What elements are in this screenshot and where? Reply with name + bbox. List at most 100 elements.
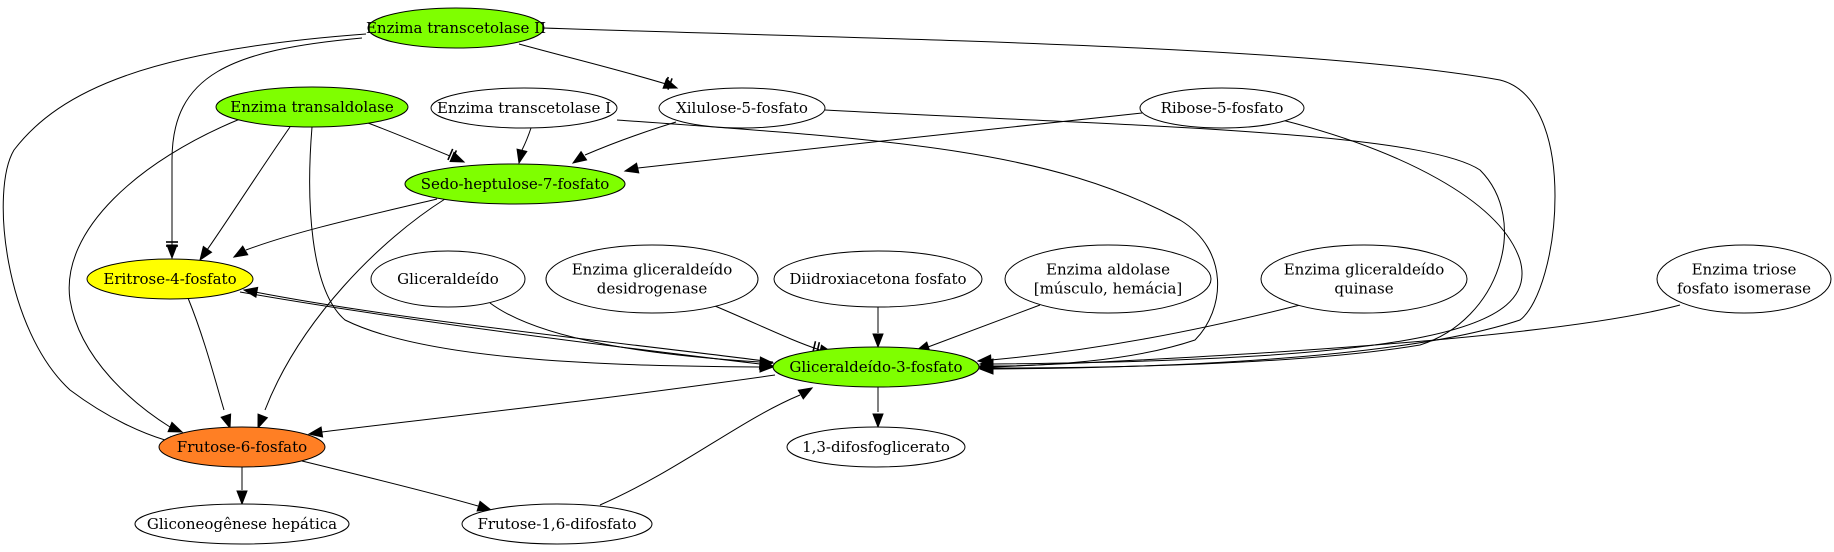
- node-diidroxiacetona-fosfato: Diidroxiacetona fosfato: [773, 250, 983, 308]
- node-shape: [367, 7, 545, 49]
- arrow-head: [236, 490, 248, 506]
- node-label: fosfato isomerase: [1677, 280, 1811, 298]
- edge-enzima_gliceraldeido_quinase-to-gliceraldeido_3_fosfato: [976, 304, 1301, 366]
- node-label: Enzima transcetolase II: [366, 19, 546, 37]
- arrow-head: [623, 162, 640, 174]
- node-shape: [370, 250, 526, 308]
- edge-enzima_transaldolase-to-eritrose_4_fosfato: [199, 126, 291, 262]
- edge-line: [521, 127, 532, 151]
- edge-line: [187, 297, 225, 411]
- node-difosfoglicerato: 1,3-difosfoglicerato: [786, 426, 966, 468]
- edge-eritrose_4_fosfato-to-frutose_6_fosfato: [187, 297, 232, 430]
- node-label: Enzima triose: [1692, 261, 1797, 279]
- node-enzima-transaldolase: Enzima transaldolase: [215, 86, 409, 128]
- edge-gliceraldeido-to-gliceraldeido_3_fosfato: [489, 302, 775, 368]
- edge-line: [68, 118, 241, 428]
- node-enzima-aldolase: Enzima aldolase[músculo, hemácia]: [1004, 244, 1212, 314]
- node-sedo-heptulose-7-fosfato: Sedo-heptulose-7-fosfato: [404, 163, 626, 205]
- edge-sedo_heptulose_7_fosfato-to-frutose_6_fosfato: [257, 198, 446, 430]
- node-shape: [158, 426, 326, 468]
- node-shape: [545, 244, 759, 314]
- node-ribose-5-fosfato: Ribose-5-fosfato: [1139, 87, 1305, 129]
- node-enzima-transcetolase-2: Enzima transcetolase II: [366, 7, 546, 49]
- arrow-head: [978, 361, 994, 373]
- edge-gliceraldeido_3_fosfato-to-frutose_6_fosfato: [307, 374, 776, 438]
- node-shape: [1004, 244, 1212, 314]
- node-shape: [461, 503, 653, 545]
- node-frutose-6-fosfato: Frutose-6-fosfato: [158, 426, 326, 468]
- node-shape: [658, 87, 826, 129]
- node-shape: [215, 86, 409, 128]
- arrow-head: [257, 413, 269, 430]
- arrow-head: [167, 421, 184, 433]
- node-label: [músculo, hemácia]: [1034, 280, 1183, 298]
- node-layer: Enzima transcetolase II Enzima transaldol…: [86, 7, 1832, 545]
- node-label: Enzima transcetolase I: [437, 99, 611, 117]
- node-label: Xilulose-5-fosfato: [676, 99, 808, 117]
- node-label: Ribose-5-fosfato: [1161, 99, 1284, 117]
- arrow-head: [476, 500, 493, 512]
- edge-line: [542, 27, 1556, 370]
- edge-line: [714, 305, 821, 351]
- arrow-head: [797, 387, 814, 400]
- edge-enzima_transcetolase_2-to-gliceraldeido_3_fosfato: [542, 27, 1556, 375]
- node-label: Gliceraldeído: [397, 270, 499, 288]
- edge-line: [489, 302, 761, 363]
- edge-frutose_1_6_difosfato-to-gliceraldeido_3_fosfato: [599, 387, 814, 506]
- node-xilulose-5-fosfato: Xilulose-5-fosfato: [658, 87, 826, 129]
- edge-line: [367, 122, 451, 157]
- edge-frutose_6_fosfato-to-gliconeogenese_hepatica: [236, 467, 248, 506]
- edge-ribose_5_fosfato-to-sedo_heptulose_7_fosfato: [623, 112, 1143, 174]
- edge-line: [992, 304, 1681, 368]
- edge-enzima_transcetolase_2-to-eritrose_4_fosfato: [166, 37, 363, 260]
- inhibition-bar: [663, 76, 670, 89]
- arrow-head: [449, 151, 466, 163]
- node-label: 1,3-difosfoglicerato: [802, 438, 950, 456]
- edge-enzima_transaldolase-to-frutose_6_fosfato: [68, 118, 241, 433]
- node-shape: [1139, 87, 1305, 129]
- arrow-head: [166, 244, 178, 260]
- arrow-head: [759, 356, 775, 368]
- edge-sedo_heptulose_7_fosfato-to-eritrose_4_fosfato: [232, 198, 438, 258]
- edge-line: [245, 198, 438, 251]
- edge-line: [264, 198, 446, 411]
- arrow-head: [242, 286, 259, 299]
- edge-enzima_aldolase-to-gliceraldeido_3_fosfato: [914, 304, 1041, 353]
- node-gliceraldeido-3-fosfato: Gliceraldeído-3-fosfato: [772, 346, 980, 388]
- edge-frutose_6_fosfato-to-frutose_1_6_difosfato: [301, 460, 493, 512]
- edge-enzima_transcetolase_2-to-xilulose_5_fosfato: [518, 43, 679, 90]
- node-shape: [786, 426, 966, 468]
- arrow-head: [220, 413, 232, 430]
- edge-xilulose_5_fosfato-to-sedo_heptulose_7_fosfato: [571, 121, 677, 164]
- edge-line: [239, 291, 761, 365]
- edge-line: [927, 304, 1041, 348]
- node-gliceraldeido: Gliceraldeído: [370, 250, 526, 308]
- node-shape: [773, 250, 983, 308]
- node-shape: [430, 87, 618, 129]
- node-shape: [772, 346, 980, 388]
- node-label: Gliceraldeído-3-fosfato: [789, 358, 962, 376]
- node-label: Enzima transaldolase: [230, 98, 394, 116]
- edge-line: [309, 126, 761, 368]
- edge-enzima_transaldolase-to-sedo_heptulose_7_fosfato: [367, 122, 466, 163]
- edge-ribose_5_fosfato-to-gliceraldeido_3_fosfato: [978, 119, 1523, 370]
- node-label: Diidroxiacetona fosfato: [789, 270, 966, 288]
- edge-enzima_transcetolase_1-to-sedo_heptulose_7_fosfato: [516, 127, 532, 165]
- node-shape: [1260, 244, 1468, 314]
- node-label: Frutose-1,6-difosfato: [477, 515, 636, 533]
- node-label: quinase: [1334, 280, 1393, 298]
- edge-line: [518, 43, 667, 85]
- edge-xilulose_5_fosfato-to-gliceraldeido_3_fosfato: [824, 109, 1505, 374]
- node-shape: [86, 258, 254, 300]
- edge-line: [321, 374, 776, 433]
- edge-line: [990, 304, 1301, 361]
- arrow-head: [976, 354, 992, 366]
- edge-diidroxiacetona_fosfato-to-gliceraldeido_3_fosfato: [872, 307, 884, 349]
- edge-line: [584, 121, 677, 156]
- node-label: Frutose-6-fosfato: [177, 438, 307, 456]
- edge-line: [206, 126, 291, 251]
